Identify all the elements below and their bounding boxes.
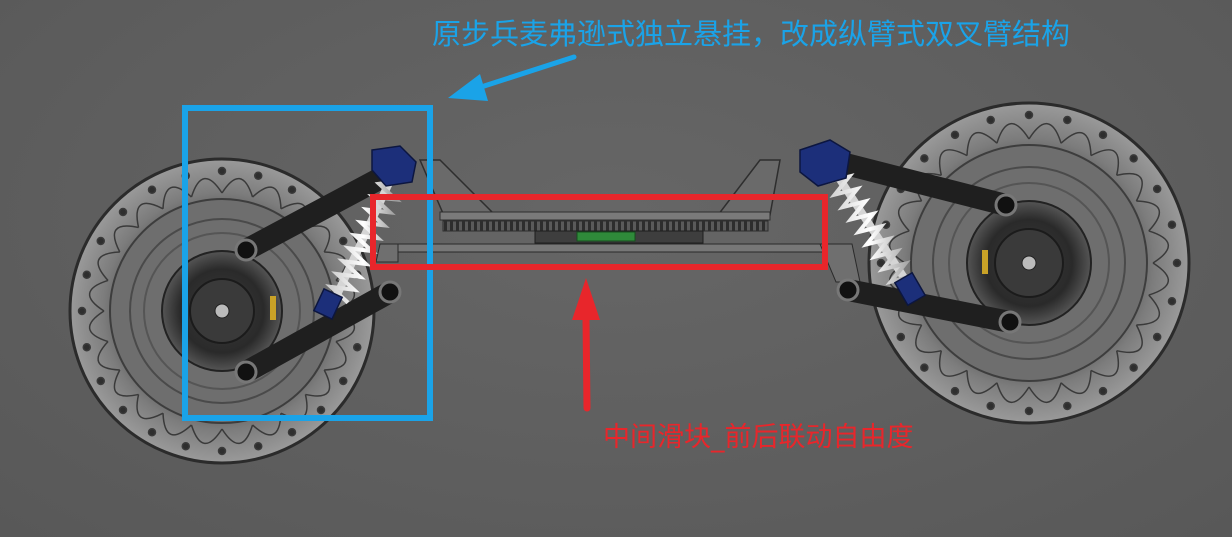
left-suspension [234, 145, 417, 384]
right-suspension [799, 139, 1022, 334]
right-wheel [867, 101, 1191, 425]
blue-arrow [448, 54, 577, 101]
red-annotation-label: 中间滑块_前后联动自由度 [603, 422, 914, 453]
left-wheel [68, 157, 376, 465]
center-slider-assembly [375, 159, 861, 283]
red-arrow [572, 278, 600, 412]
blue-highlight-box [182, 105, 433, 421]
red-highlight-box [370, 194, 828, 270]
blue-annotation-label: 原步兵麦弗逊式独立悬挂，改成纵臂式双叉臂结构 [432, 17, 1071, 51]
